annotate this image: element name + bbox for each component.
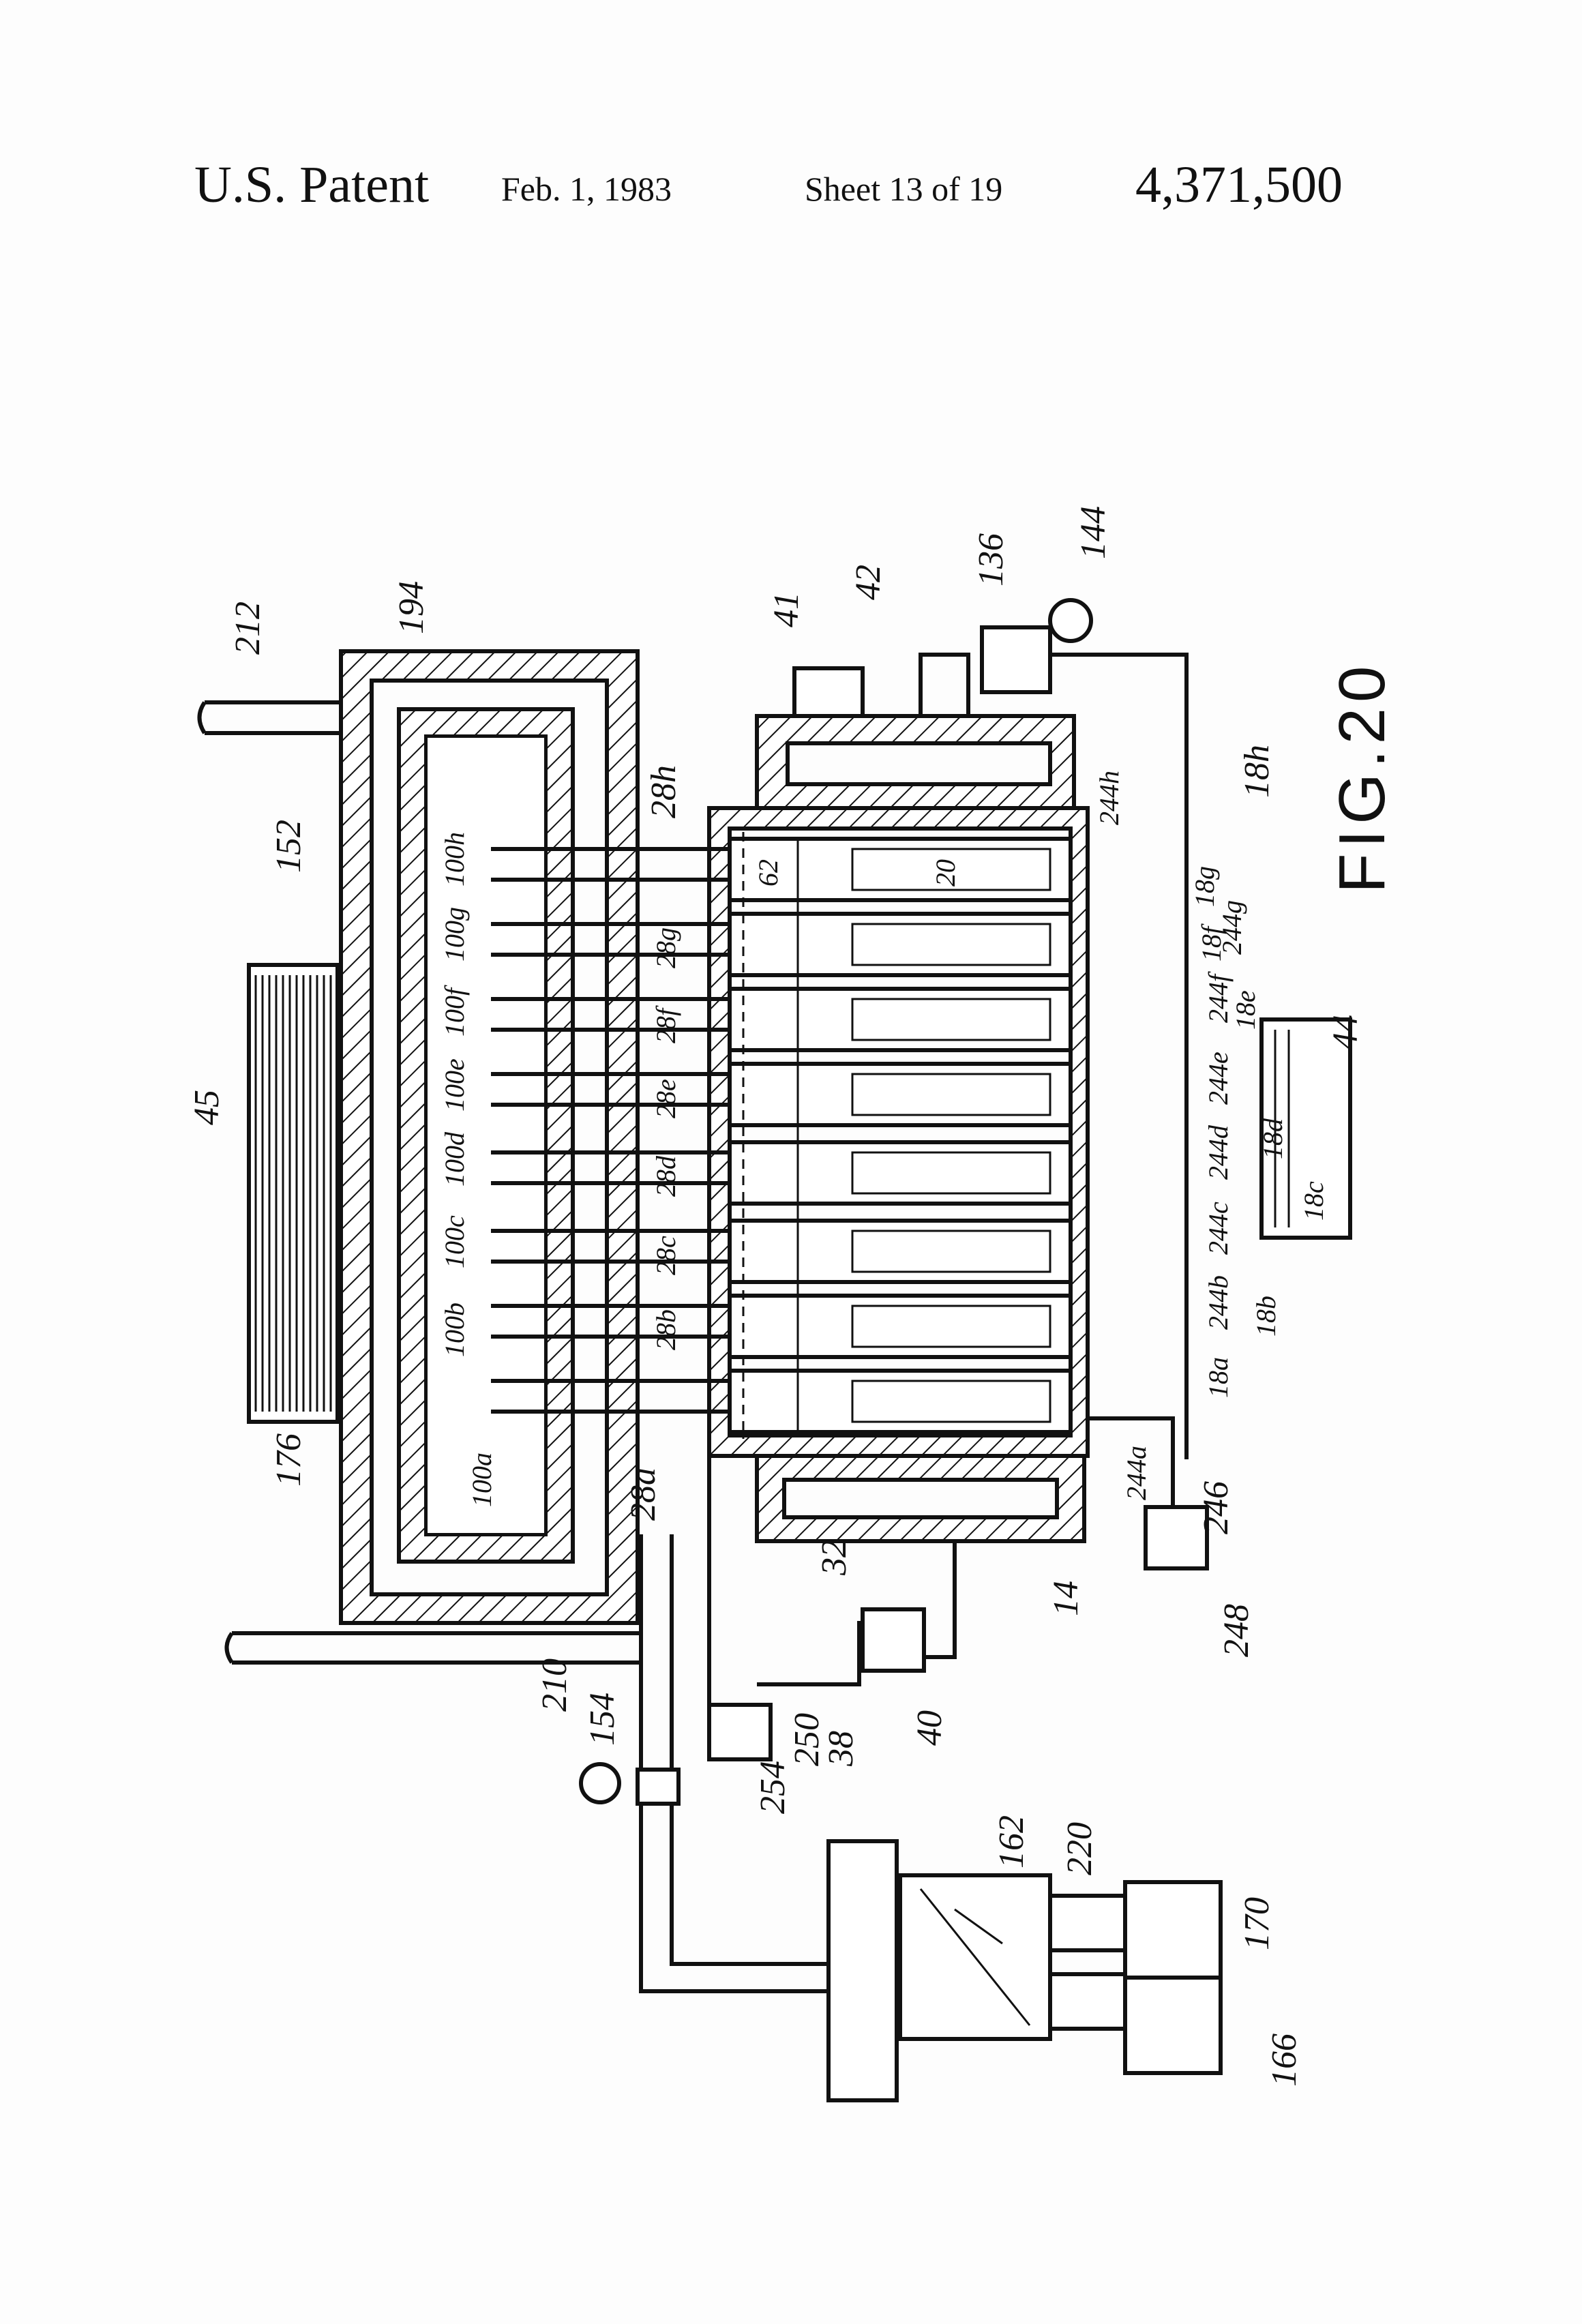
ref-20: 20: [930, 859, 961, 887]
gauge-144: [1050, 600, 1091, 641]
ref-166: 166: [1265, 2034, 1304, 2087]
ref-100c: 100c: [439, 1215, 470, 1268]
ref-210: 210: [535, 1658, 574, 1712]
ref-154: 154: [583, 1693, 622, 1746]
line-250: [709, 1456, 757, 1746]
ref-250: 250: [788, 1713, 826, 1766]
valve-254: [709, 1705, 771, 1759]
ref-100b: 100b: [439, 1302, 470, 1357]
gauge-154: [581, 1764, 619, 1802]
ref-100h: 100h: [439, 832, 470, 887]
ref-152: 152: [269, 820, 308, 873]
ref-244g: 244g: [1217, 900, 1247, 955]
ref-220: 220: [1060, 1822, 1099, 1875]
ref-18d: 18d: [1257, 1118, 1288, 1159]
ref-248: 248: [1217, 1604, 1256, 1657]
ref-100e: 100e: [439, 1058, 470, 1112]
cell-columns: [730, 832, 1071, 1439]
ref-194: 194: [392, 581, 431, 634]
line-42: [921, 655, 968, 716]
valve-136: [982, 627, 1050, 692]
ref-170: 170: [1238, 1897, 1277, 1950]
connector-41: [794, 668, 863, 716]
ref-100d: 100d: [439, 1131, 470, 1187]
ref-40: 40: [910, 1710, 949, 1746]
ref-18e: 18e: [1230, 990, 1261, 1030]
ref-42: 42: [849, 565, 888, 600]
ref-100f: 100f: [439, 985, 470, 1037]
ref-244e: 244e: [1203, 1052, 1234, 1105]
ref-45: 45: [188, 1090, 226, 1125]
ref-18c: 18c: [1298, 1181, 1329, 1221]
ref-28d: 28d: [651, 1155, 681, 1197]
ref-28b: 28b: [651, 1309, 681, 1350]
ref-14: 14: [1047, 1581, 1086, 1616]
figure-label: FIG.20: [1326, 661, 1399, 893]
valve-162-assembly: [829, 1841, 1221, 2100]
ref-28g: 28g: [651, 927, 681, 968]
ref-28h: 28h: [644, 765, 683, 818]
ref-246: 246: [1197, 1481, 1236, 1534]
ref-28a: 28a: [624, 1468, 663, 1521]
drum-45: [249, 965, 338, 1422]
ref-244a: 244a: [1121, 1446, 1152, 1500]
ref-41: 41: [767, 592, 806, 627]
channel-top: [757, 716, 1074, 808]
ref-244b: 244b: [1203, 1275, 1234, 1330]
ref-244c: 244c: [1203, 1202, 1234, 1255]
ref-38: 38: [822, 1731, 861, 1767]
ref-244f: 244f: [1203, 971, 1234, 1023]
fitting-154: [638, 1770, 678, 1804]
channel-bottom: [757, 1456, 1084, 1541]
ref-176: 176: [269, 1433, 308, 1487]
ref-44: 44: [1326, 1015, 1365, 1050]
valve-40: [863, 1609, 924, 1671]
ref-18a: 18a: [1203, 1357, 1234, 1398]
ref-100a: 100a: [466, 1452, 497, 1507]
ref-18b: 18b: [1251, 1296, 1281, 1337]
ref-144: 144: [1074, 506, 1113, 559]
pipe-210-left: [227, 1633, 642, 1663]
ref-136: 136: [972, 533, 1011, 586]
ref-100g: 100g: [439, 907, 470, 962]
ref-28e: 28e: [651, 1079, 681, 1118]
ref-244d: 244d: [1203, 1124, 1234, 1180]
ref-244h: 244h: [1094, 771, 1124, 825]
ref-28c: 28c: [651, 1236, 681, 1275]
ref-254: 254: [753, 1761, 792, 1814]
ref-162: 162: [992, 1815, 1031, 1868]
ref-18h: 18h: [1238, 745, 1277, 798]
ref-62: 62: [753, 859, 783, 887]
ref-18g: 18g: [1189, 866, 1220, 907]
ref-212: 212: [228, 601, 267, 655]
ref-32: 32: [815, 1540, 854, 1576]
ref-28f: 28f: [651, 1005, 681, 1043]
